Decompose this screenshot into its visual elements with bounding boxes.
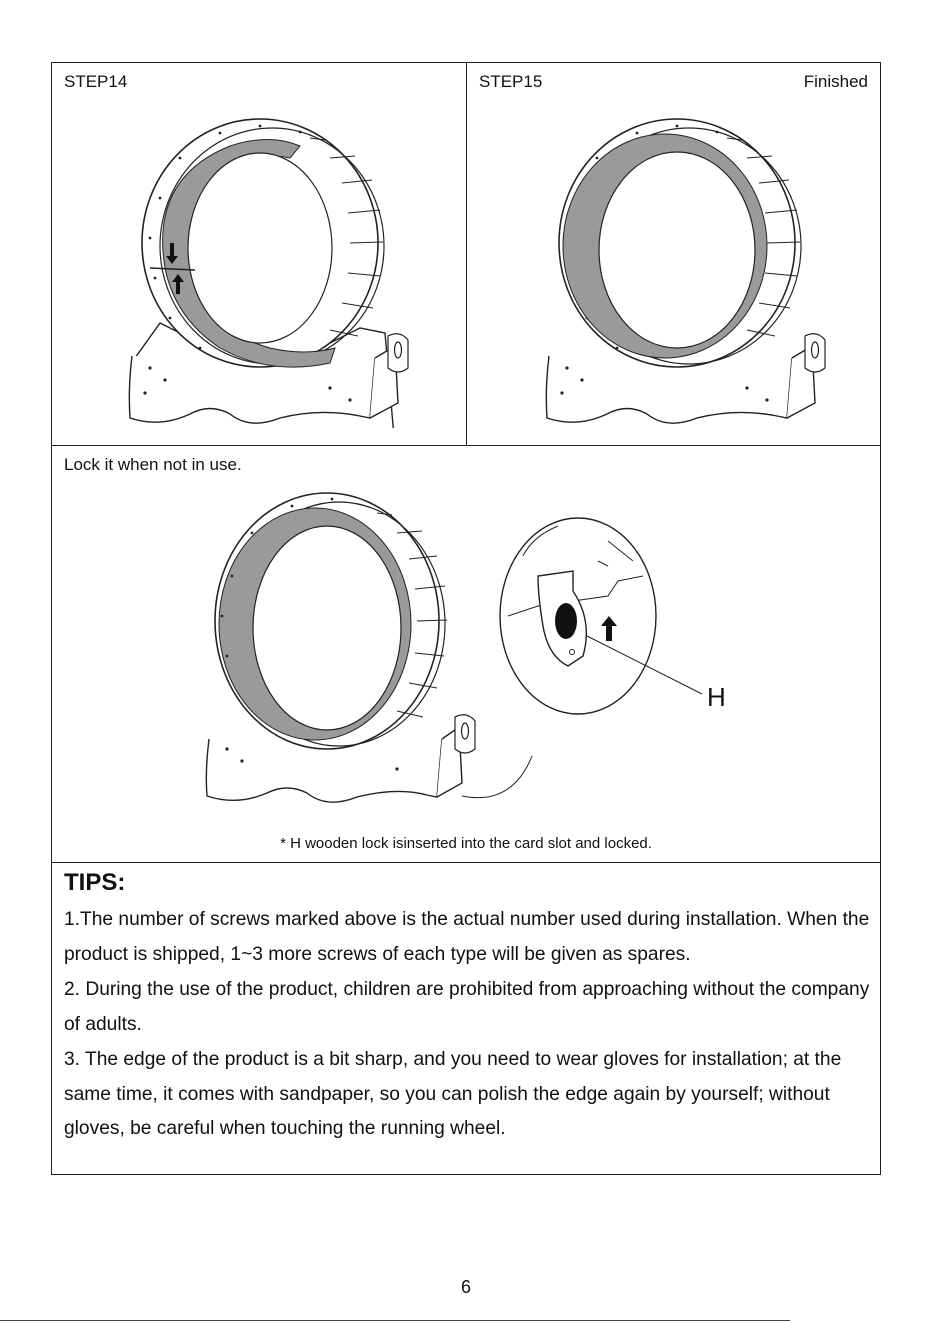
step14-wheel-illustration: [128, 118, 409, 428]
callout-letter-h: H: [707, 682, 726, 712]
steps-row: STEP14: [52, 63, 880, 446]
step14-label: STEP14: [64, 72, 128, 91]
lock-wheel-illustration: [205, 492, 476, 803]
callout-leader: [461, 755, 533, 799]
lock-detail-callout: [499, 517, 657, 715]
callout-pointer: [586, 635, 703, 695]
lock-panel: Lock it when not in use.: [52, 446, 880, 863]
tips-title: TIPS:: [64, 869, 126, 896]
lock-note: * H wooden lock isinserted into the card…: [280, 835, 652, 852]
instruction-frame: STEP14: [51, 62, 881, 1175]
step15-wheel-illustration: [545, 118, 826, 424]
step15-label: STEP15: [479, 72, 543, 91]
page-number: 6: [460, 1277, 471, 1297]
tip-item-2: 2. During the use of the product, childr…: [64, 978, 870, 1035]
step15-panel: STEP15 Finished: [467, 63, 880, 445]
tip-item-1: 1.The number of screws marked above is t…: [64, 909, 870, 965]
lock-instruction: Lock it when not in use.: [64, 455, 242, 474]
footer-rule: [0, 1320, 790, 1321]
finished-label: Finished: [803, 72, 868, 91]
step14-panel: STEP14: [52, 63, 467, 445]
tips-panel: TIPS: 1.The number of screws marked abov…: [52, 863, 880, 1176]
tip-item-3: 3. The edge of the product is a bit shar…: [64, 1048, 842, 1140]
tips-list: 1.The number of screws marked above is t…: [64, 903, 874, 1147]
